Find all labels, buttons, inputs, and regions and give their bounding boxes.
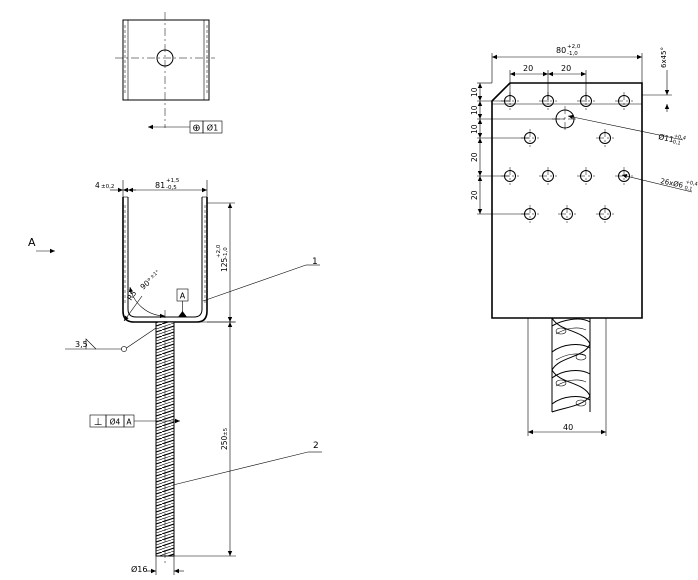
svg-text:0,1: 0,1 xyxy=(684,185,693,193)
big-hole-leader xyxy=(567,114,684,141)
hole xyxy=(615,92,633,110)
hole xyxy=(539,92,557,110)
perp-symbol: ⊥ xyxy=(94,417,103,428)
hole xyxy=(501,92,519,110)
side-rebar xyxy=(551,317,591,413)
front-view: 81 +1,5 -0,5 4 ±0,2 125 +2,0 -1,0 90° ±1… xyxy=(28,178,322,575)
callout-leader-2 xyxy=(172,451,309,486)
big-hole xyxy=(552,106,578,132)
svg-text:+1,5: +1,5 xyxy=(166,178,180,184)
dim-plate-width: 80 xyxy=(556,46,566,55)
callout-2: 2 xyxy=(313,441,319,451)
datum-label: A xyxy=(180,292,186,301)
svg-text:+0,4: +0,4 xyxy=(685,179,698,187)
callout-1: 1 xyxy=(312,257,318,267)
dim-pitch-1: 20 xyxy=(523,64,533,73)
perp-datum: A xyxy=(126,418,132,427)
weld-size: 3,5 xyxy=(75,340,88,349)
hole xyxy=(539,167,557,185)
position-value-box xyxy=(202,120,223,134)
position-symbol: ⊕ xyxy=(192,123,200,134)
datum-triangle xyxy=(178,311,187,317)
dim-rod-length: 250 xyxy=(220,435,229,450)
svg-text:+2,0: +2,0 xyxy=(216,244,222,258)
view-arrow-label: A xyxy=(28,236,36,249)
small-holes-leader xyxy=(621,174,693,193)
hole xyxy=(521,205,539,223)
position-value: Ø1 xyxy=(207,123,218,133)
dim-chamfer: 6x45° xyxy=(660,47,668,68)
svg-text:-0,5: -0,5 xyxy=(166,185,177,191)
top-view-outline xyxy=(122,19,210,101)
bracket-inner xyxy=(127,197,203,318)
svg-text:±0,2: ±0,2 xyxy=(101,184,114,190)
weld-all-around-circle xyxy=(121,346,127,352)
svg-text:-1,0: -1,0 xyxy=(567,51,578,57)
svg-text:+0,4: +0,4 xyxy=(673,133,686,141)
hole xyxy=(501,167,519,185)
weld-fillet-symbol xyxy=(85,338,97,350)
svg-text:±1°: ±1° xyxy=(149,269,161,280)
callout-leader-1 xyxy=(202,264,307,302)
dim-width: 81 xyxy=(155,181,165,190)
hole xyxy=(577,92,595,110)
hole xyxy=(521,129,539,147)
dim-row-5: 20 xyxy=(470,190,479,200)
angle-arc xyxy=(128,286,166,319)
hole-pattern xyxy=(501,92,633,223)
hole xyxy=(596,205,614,223)
svg-text:-1,0: -1,0 xyxy=(223,247,229,258)
svg-text:+2,0: +2,0 xyxy=(567,44,581,50)
small-holes-label: 26xØ6 xyxy=(660,177,685,190)
plate-outline xyxy=(491,82,643,319)
svg-text:±5: ±5 xyxy=(223,427,229,436)
dim-row-2: 10 xyxy=(470,105,479,115)
top-view: ⊕ Ø1 xyxy=(115,12,223,134)
svg-text:0,1: 0,1 xyxy=(672,139,681,147)
radius-value: R5 xyxy=(125,289,138,303)
dim-thickness: 4 xyxy=(95,181,100,190)
dim-height: 125 xyxy=(220,257,229,272)
big-hole-label: Ø11 xyxy=(658,132,675,144)
dim-row-1: 10 xyxy=(470,87,479,97)
dim-row-4: 20 xyxy=(470,152,479,162)
hole xyxy=(577,167,595,185)
dim-row-3: 10 xyxy=(470,124,479,134)
hole xyxy=(558,205,576,223)
dim-pitch-2: 20 xyxy=(561,64,571,73)
dim-rod-diameter: Ø16 xyxy=(131,564,147,574)
bracket-outer xyxy=(122,197,208,323)
hole xyxy=(596,129,614,147)
perp-value: Ø4 xyxy=(110,418,121,427)
hole xyxy=(615,167,633,185)
side-view: 80 +2,0 -1,0 20 20 6x45° 10 10 10 20 20 xyxy=(470,44,698,436)
dim-rod-width: 40 xyxy=(563,423,573,432)
